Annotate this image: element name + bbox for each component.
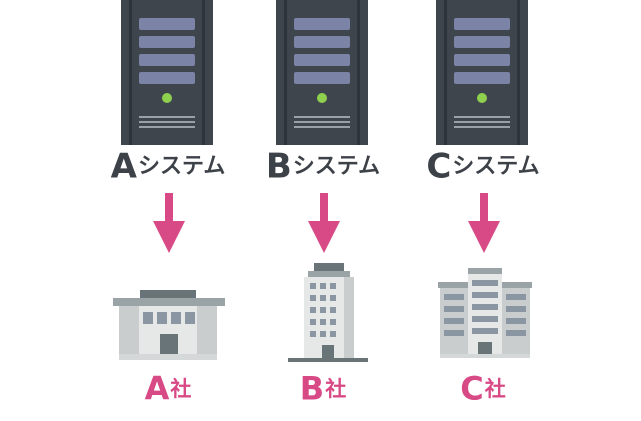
system-label-a: Aシステム — [83, 146, 253, 187]
arrow-down-icon — [468, 193, 500, 253]
server-tower-icon — [436, 0, 528, 145]
arrow-down-icon — [153, 193, 185, 253]
column-a: Aシステム A社 — [83, 0, 253, 421]
column-b: Bシステム B社 — [238, 0, 408, 421]
system-letter: A — [110, 146, 137, 187]
company-letter: A — [144, 369, 170, 408]
column-c: Cシステム C社 — [398, 0, 568, 421]
company-word: 社 — [325, 376, 347, 401]
server-tower-icon — [276, 0, 368, 145]
system-label-c: Cシステム — [398, 146, 568, 187]
server-tower-icon — [121, 0, 213, 145]
arrow-down-icon — [308, 193, 340, 253]
system-word: システム — [292, 153, 381, 179]
company-label-b: B社 — [238, 368, 408, 408]
company-word: 社 — [484, 376, 506, 401]
company-label-c: C社 — [398, 368, 568, 408]
system-word: システム — [137, 153, 226, 179]
tower-office-building-icon — [288, 263, 368, 362]
low-rise-office-building-icon — [113, 290, 225, 360]
company-word: 社 — [170, 376, 192, 401]
system-letter: B — [265, 146, 292, 187]
system-letter: C — [426, 146, 451, 187]
system-word: システム — [452, 153, 540, 179]
company-letter: C — [460, 369, 484, 408]
company-letter: B — [299, 369, 325, 408]
glass-office-complex-icon — [438, 268, 532, 358]
system-label-b: Bシステム — [238, 146, 408, 187]
company-label-a: A社 — [83, 368, 253, 408]
